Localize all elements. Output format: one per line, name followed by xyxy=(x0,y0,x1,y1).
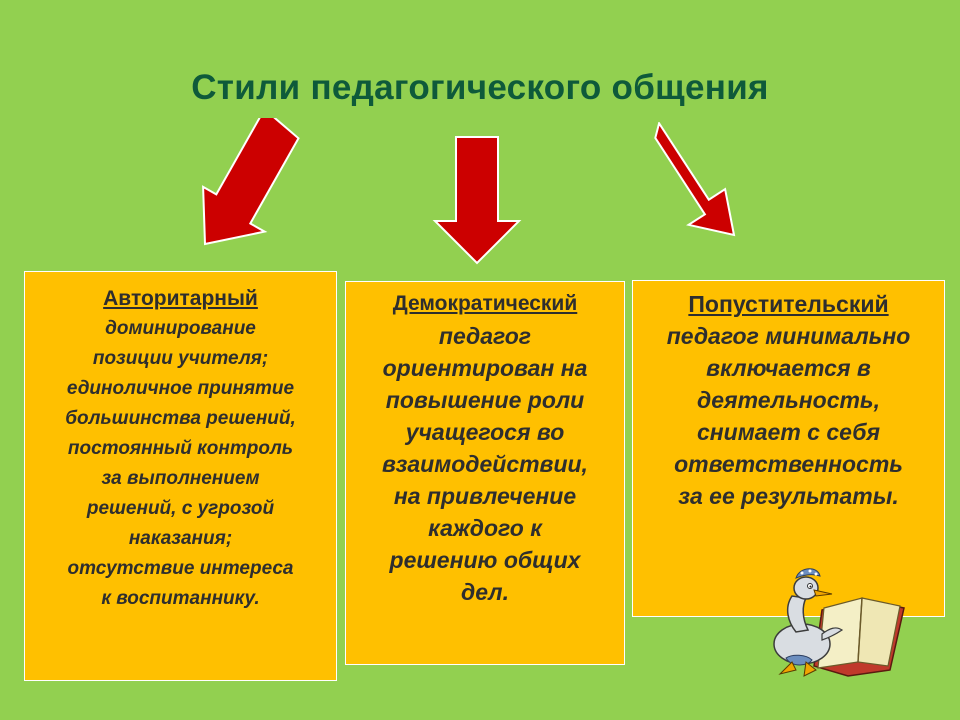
slide-title: Стили педагогического общения xyxy=(191,68,769,107)
card-line: ответственность xyxy=(674,451,903,477)
card-democratic: Демократический педагог ориентирован на … xyxy=(345,281,625,665)
card-line: позиции учителя; xyxy=(92,348,269,369)
card-line: повышение роли xyxy=(385,387,585,413)
card-authoritarian: Авторитарный доминирование позиции учите… xyxy=(24,271,337,681)
card-line: доминирование xyxy=(105,318,256,339)
card-line: каждого к xyxy=(428,515,542,541)
card-line: ориентирован на xyxy=(382,355,588,381)
card-line: наказания; xyxy=(128,528,233,549)
goose-icon xyxy=(773,568,844,677)
card-line: педагог xyxy=(438,323,532,349)
card-heading: Авторитарный xyxy=(103,287,258,310)
card-line: педагог минимально xyxy=(666,323,911,349)
card-line: за выполнением xyxy=(101,468,260,489)
card-line: учащегося во xyxy=(405,419,565,445)
card-line: снимает с себя xyxy=(696,419,880,445)
card-line: деятельность, xyxy=(697,387,880,413)
arrow-down-right-icon xyxy=(654,122,736,237)
card-line: за ее результаты. xyxy=(678,483,899,509)
card-line: взаимодействии, xyxy=(382,451,588,477)
card-heading: Демократический xyxy=(392,292,578,315)
card-line: на привлечение xyxy=(393,483,577,509)
card-line: отсутствие интереса xyxy=(67,558,294,579)
card-line: включается в xyxy=(706,355,871,381)
card-line: большинства решений, xyxy=(65,408,296,429)
arrow-down-icon xyxy=(432,136,522,265)
card-line: дел. xyxy=(461,579,509,605)
arrow-down-left-icon xyxy=(202,118,300,246)
card-line: решений, с угрозой xyxy=(86,498,275,519)
card-heading: Попустительский xyxy=(688,291,889,317)
card-line: решению общих xyxy=(389,547,581,573)
goose-reading-book-illustration xyxy=(773,568,905,677)
card-line: единоличное принятие xyxy=(66,378,295,399)
card-line: постоянный контроль xyxy=(67,438,294,459)
card-permissive: Попустительский педагог минимально включ… xyxy=(632,280,945,617)
card-line: к воспитаннику. xyxy=(101,588,260,609)
